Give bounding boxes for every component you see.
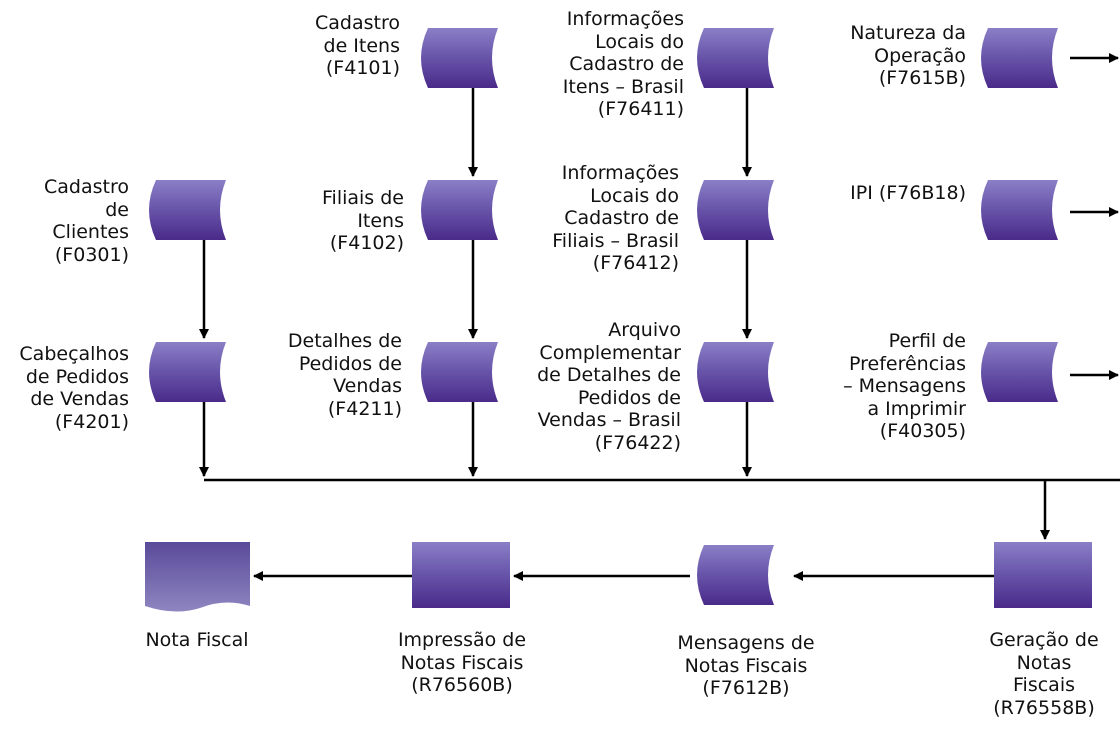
shape-cabecalhos-pedidos bbox=[149, 342, 226, 402]
label-info-locais-itens: Informações Locais do Cadastro de Itens … bbox=[562, 8, 684, 120]
shape-filiais-itens bbox=[421, 180, 498, 240]
shape-info-locais-itens bbox=[697, 28, 774, 88]
label-nota-fiscal: Nota Fiscal bbox=[145, 629, 249, 651]
label-natureza-operacao: Natureza da Operação (F7615B) bbox=[850, 22, 966, 89]
shape-info-locais-filiais bbox=[697, 180, 774, 240]
label-perfil-preferencias: Perfil de Preferências – Mensagens a Imp… bbox=[843, 330, 966, 442]
label-cabecalhos-pedidos: Cabeçalhos de Pedidos de Vendas (F4201) bbox=[19, 343, 129, 433]
label-impressao-notas: Impressão de Notas Fiscais (R76560B) bbox=[397, 629, 527, 696]
shape-ipi bbox=[981, 180, 1058, 240]
shape-cadastro-itens bbox=[421, 28, 498, 88]
label-filiais-itens: Filiais de Itens (F4102) bbox=[322, 187, 404, 254]
label-arquivo-complementar: Arquivo Complementar de Detalhes de Pedi… bbox=[537, 319, 681, 454]
label-mensagens-notas: Mensagens de Notas Fiscais (F7612B) bbox=[677, 632, 815, 699]
label-cadastro-itens: Cadastro de Itens (F4101) bbox=[315, 12, 400, 79]
shape-natureza-operacao bbox=[981, 28, 1058, 88]
shape-impressao-notas bbox=[412, 542, 510, 608]
shape-geracao-notas bbox=[994, 542, 1092, 608]
shape-mensagens-notas bbox=[697, 545, 774, 605]
shape-detalhes-pedidos bbox=[421, 342, 498, 402]
label-info-locais-filiais: Informações Locais do Cadastro de Filiai… bbox=[552, 162, 679, 274]
shape-cadastro-clientes bbox=[149, 180, 226, 240]
label-detalhes-pedidos: Detalhes de Pedidos de Vendas (F4211) bbox=[287, 330, 402, 420]
shape-nota-fiscal bbox=[145, 542, 250, 612]
label-ipi: IPI (F76B18) bbox=[850, 182, 966, 204]
shape-arquivo-complementar bbox=[697, 342, 774, 402]
label-cadastro-clientes: Cadastro de Clientes (F0301) bbox=[44, 176, 129, 266]
shape-perfil-preferencias bbox=[981, 342, 1058, 402]
label-geracao-notas: Geração de Notas Fiscais (R76558B) bbox=[989, 629, 1099, 719]
